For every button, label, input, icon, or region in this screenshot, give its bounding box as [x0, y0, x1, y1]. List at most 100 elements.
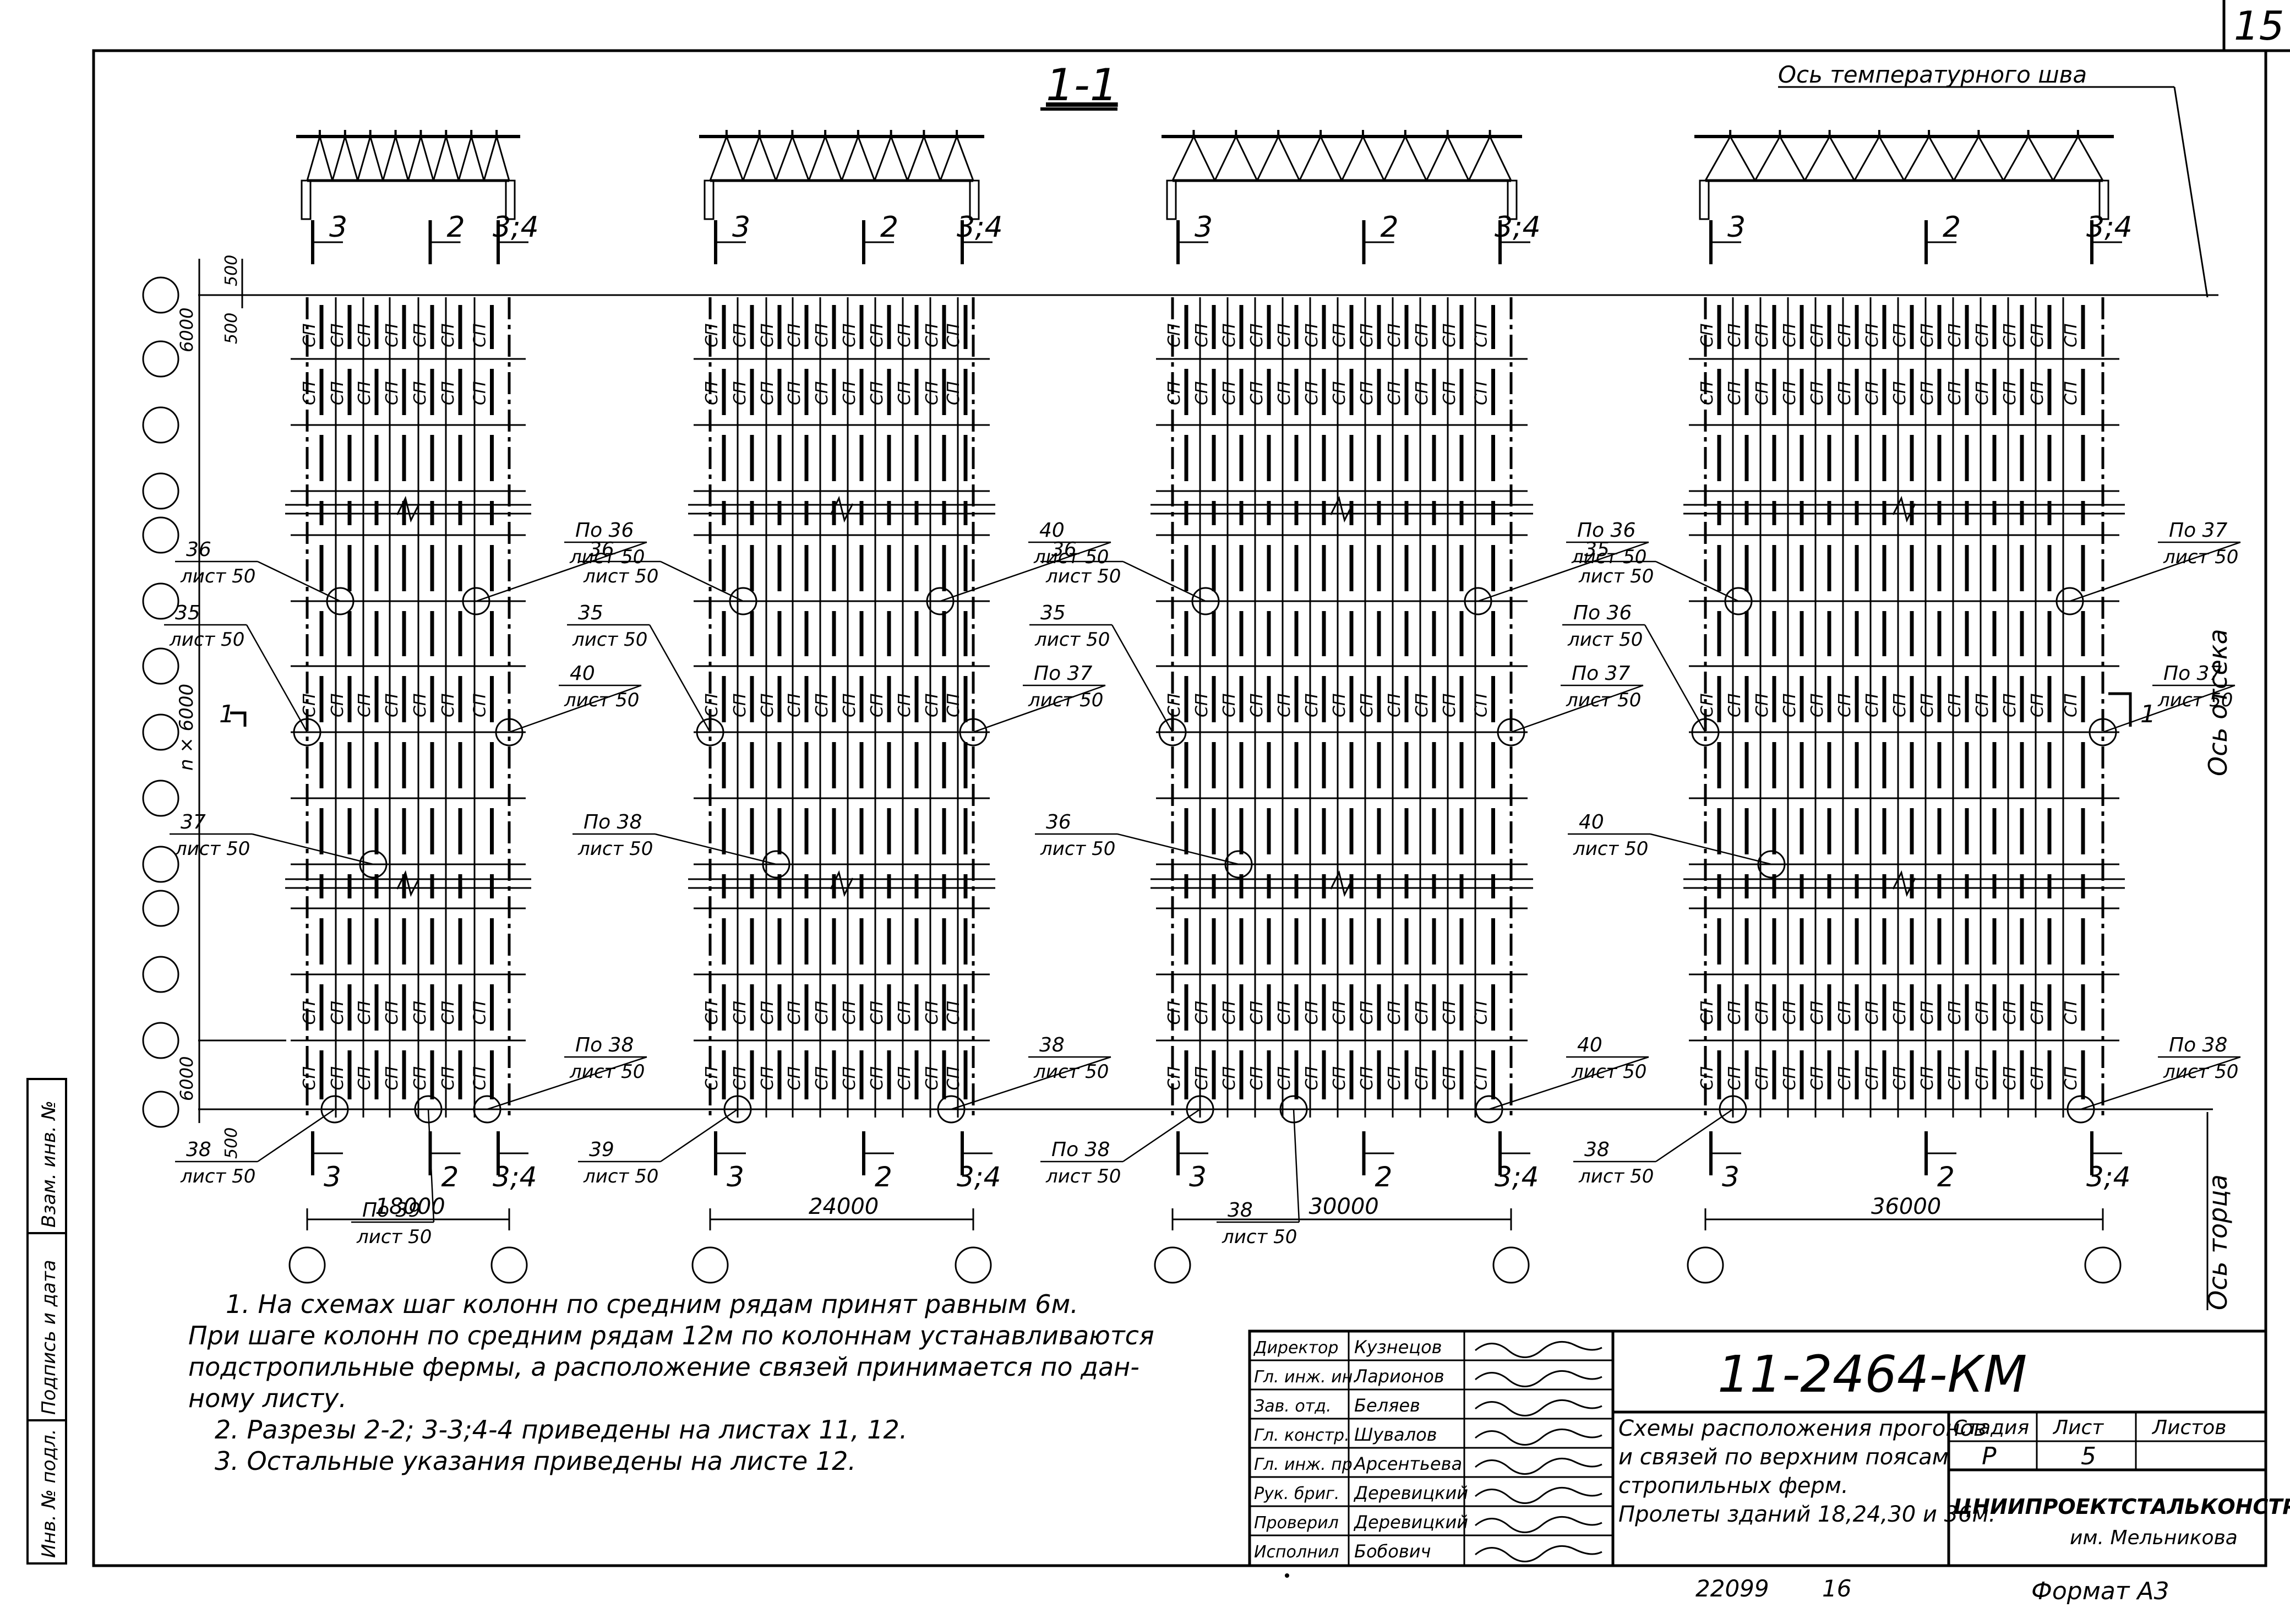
sp-label: СП	[1918, 1001, 1937, 1025]
node-marker	[1464, 587, 1492, 615]
callout-leader	[660, 1108, 738, 1163]
sp-label: СП	[471, 693, 490, 717]
column-axis-circle	[288, 1246, 326, 1284]
truss-web	[1953, 134, 2004, 181]
row-axis-circle	[142, 582, 179, 620]
sp-label: СП	[1918, 1066, 1937, 1091]
tb-signature	[1475, 1545, 1602, 1562]
sp-label: СП	[1357, 323, 1377, 347]
sp-label: СП	[1945, 381, 1965, 405]
truss-web	[1754, 134, 1806, 181]
sp-label: СП	[1220, 1066, 1239, 1091]
callout-number: 35	[1040, 602, 1066, 624]
sp-label: СП	[785, 693, 804, 717]
sp-label: СП	[439, 1001, 458, 1025]
sp-label: СП	[1918, 693, 1937, 717]
callout-number: 40	[1579, 811, 1604, 833]
sp-label: СП	[1863, 693, 1882, 717]
node-marker	[293, 718, 321, 746]
callout-leader	[257, 1108, 335, 1163]
truss-web	[939, 134, 974, 181]
sp-label: СП	[2000, 1066, 2020, 1091]
callout-sheet: лист 50	[1578, 1165, 1654, 1187]
truss-web	[1341, 134, 1385, 181]
sp-label: СП	[813, 693, 832, 717]
sp-label: СП	[1330, 381, 1349, 405]
dim-500-top: 500	[222, 255, 241, 286]
callout-number: По 38	[584, 811, 642, 833]
left-stamp-inv: Инв. № подл.	[38, 1429, 60, 1558]
sp-label: СП	[813, 1066, 832, 1091]
node-marker	[2055, 587, 2084, 615]
callout-leader	[2069, 541, 2241, 602]
inventory-number: 22099	[1695, 1575, 1769, 1602]
callout-sheet: лист 50	[1033, 546, 1109, 568]
column-right	[2098, 179, 2109, 220]
sp-label: СП	[1780, 1066, 1800, 1091]
callout-sheet: лист 50	[1040, 838, 1115, 860]
node-marker	[462, 587, 490, 615]
sp-label: СП	[1165, 381, 1184, 405]
sheet-frame	[92, 49, 2267, 1567]
sp-label: СП	[1385, 1066, 1404, 1091]
sp-label: СП	[2062, 1001, 2081, 1025]
node-marker	[2067, 1095, 2095, 1124]
callout-sheet: лист 50	[1028, 689, 1103, 711]
callout-leader	[246, 624, 308, 733]
sp-label: СП	[1890, 381, 1910, 405]
sheet-value: 5	[2081, 1442, 2096, 1470]
callout-leader	[1111, 624, 1174, 733]
sp-label: СП	[923, 323, 942, 347]
sp-label: СП	[1385, 693, 1404, 717]
callout-number: 38	[1584, 1138, 1610, 1161]
dim-500-top-2: 500	[222, 313, 241, 344]
column-axis-circle	[1687, 1246, 1724, 1284]
dim-6000-bottom: 6000	[176, 1056, 197, 1101]
sp-label: СП	[328, 381, 347, 405]
tb-person-name: Деревицкий	[1353, 1512, 1468, 1533]
truss-web	[407, 133, 434, 181]
callout-number: По 38	[1051, 1138, 1110, 1161]
row-axis-circle	[142, 276, 179, 314]
callout-leader	[1122, 560, 1206, 602]
organization-sub: им. Мельникова	[2070, 1527, 2238, 1549]
sp-label: СП	[300, 1001, 319, 1025]
description-line: и связей по верхним поясам	[1618, 1445, 1949, 1470]
left-stamp-replace: Взам. инв. №	[38, 1100, 60, 1228]
callout-sheet: лист 50	[572, 629, 647, 651]
sp-label: СП	[1725, 1066, 1744, 1091]
node-marker	[696, 718, 724, 746]
sp-label: СП	[300, 693, 319, 717]
section-cut-label-top: 2	[447, 211, 465, 244]
truss-web	[457, 133, 485, 181]
truss-web	[1704, 134, 1756, 181]
truss-web	[2003, 134, 2054, 181]
callout-leader	[509, 684, 642, 733]
callout-leader	[1644, 624, 1706, 733]
sp-label: СП	[2028, 1001, 2047, 1025]
stage-value: Р	[1982, 1442, 1997, 1470]
sp-label: СП	[1698, 381, 1717, 405]
sp-label: СП	[1753, 381, 1772, 405]
node-marker	[926, 587, 955, 615]
sp-label: СП	[1945, 1001, 1965, 1025]
sp-label: СП	[923, 693, 942, 717]
sp-label: СП	[1863, 1066, 1882, 1091]
callout-leader	[648, 624, 711, 733]
sp-label: СП	[1835, 1066, 1855, 1091]
sp-label: СП	[868, 693, 887, 717]
row-axis-circle	[142, 340, 179, 378]
sp-label: СП	[355, 693, 374, 717]
callout-leader	[655, 833, 777, 865]
sp-label: СП	[1472, 323, 1491, 347]
sp-label: СП	[895, 1066, 914, 1091]
section-cut-label-bottom: 3	[1722, 1161, 1740, 1193]
row-axis-circle	[142, 516, 179, 554]
callout-leader	[476, 541, 647, 602]
